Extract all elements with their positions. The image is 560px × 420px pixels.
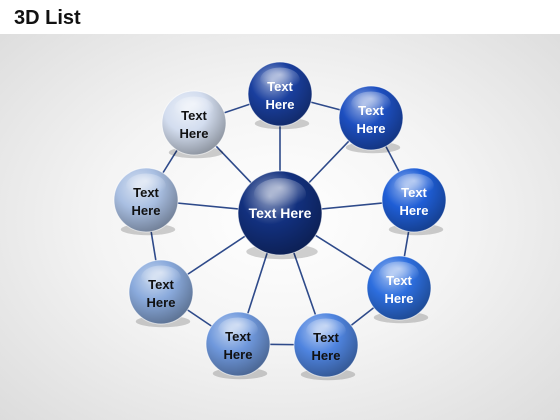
page-title: 3D List [14,7,81,29]
list-node-highlight [260,67,300,92]
list-node-highlight [394,173,434,198]
node-label-line1: Text [225,329,251,344]
list-node-highlight [218,317,258,342]
node-label-line1: Text [401,185,427,200]
node-label-line2: Here [266,97,295,112]
node-label-line1: Text [358,103,384,118]
list-node-highlight [379,261,419,286]
node-label-line2: Here [400,203,429,218]
hub-label: Text Here [249,205,312,221]
node-label-line1: Text [181,108,207,123]
node-label-line2: Here [180,126,209,141]
list-node-highlight [351,91,391,116]
node-label-line2: Here [132,203,161,218]
node-label-line2: Here [147,295,176,310]
node-label-line2: Here [312,348,341,363]
hub-highlight [253,178,307,211]
hub-node[interactable]: Text Here [237,170,323,260]
node-label-line1: Text [133,185,159,200]
node-label-line2: Here [224,347,253,362]
list-node-highlight [174,96,214,121]
node-label-line1: Text [148,277,174,292]
node-label-line1: Text [386,273,412,288]
list-node-highlight [141,265,181,290]
node-label-line2: Here [385,291,414,306]
list-node-highlight [306,318,346,343]
header: 3D List [0,0,560,34]
node-label-line1: Text [313,330,339,345]
node-label-line1: Text [267,79,293,94]
list-node-highlight [126,173,166,198]
node-label-line2: Here [357,121,386,136]
